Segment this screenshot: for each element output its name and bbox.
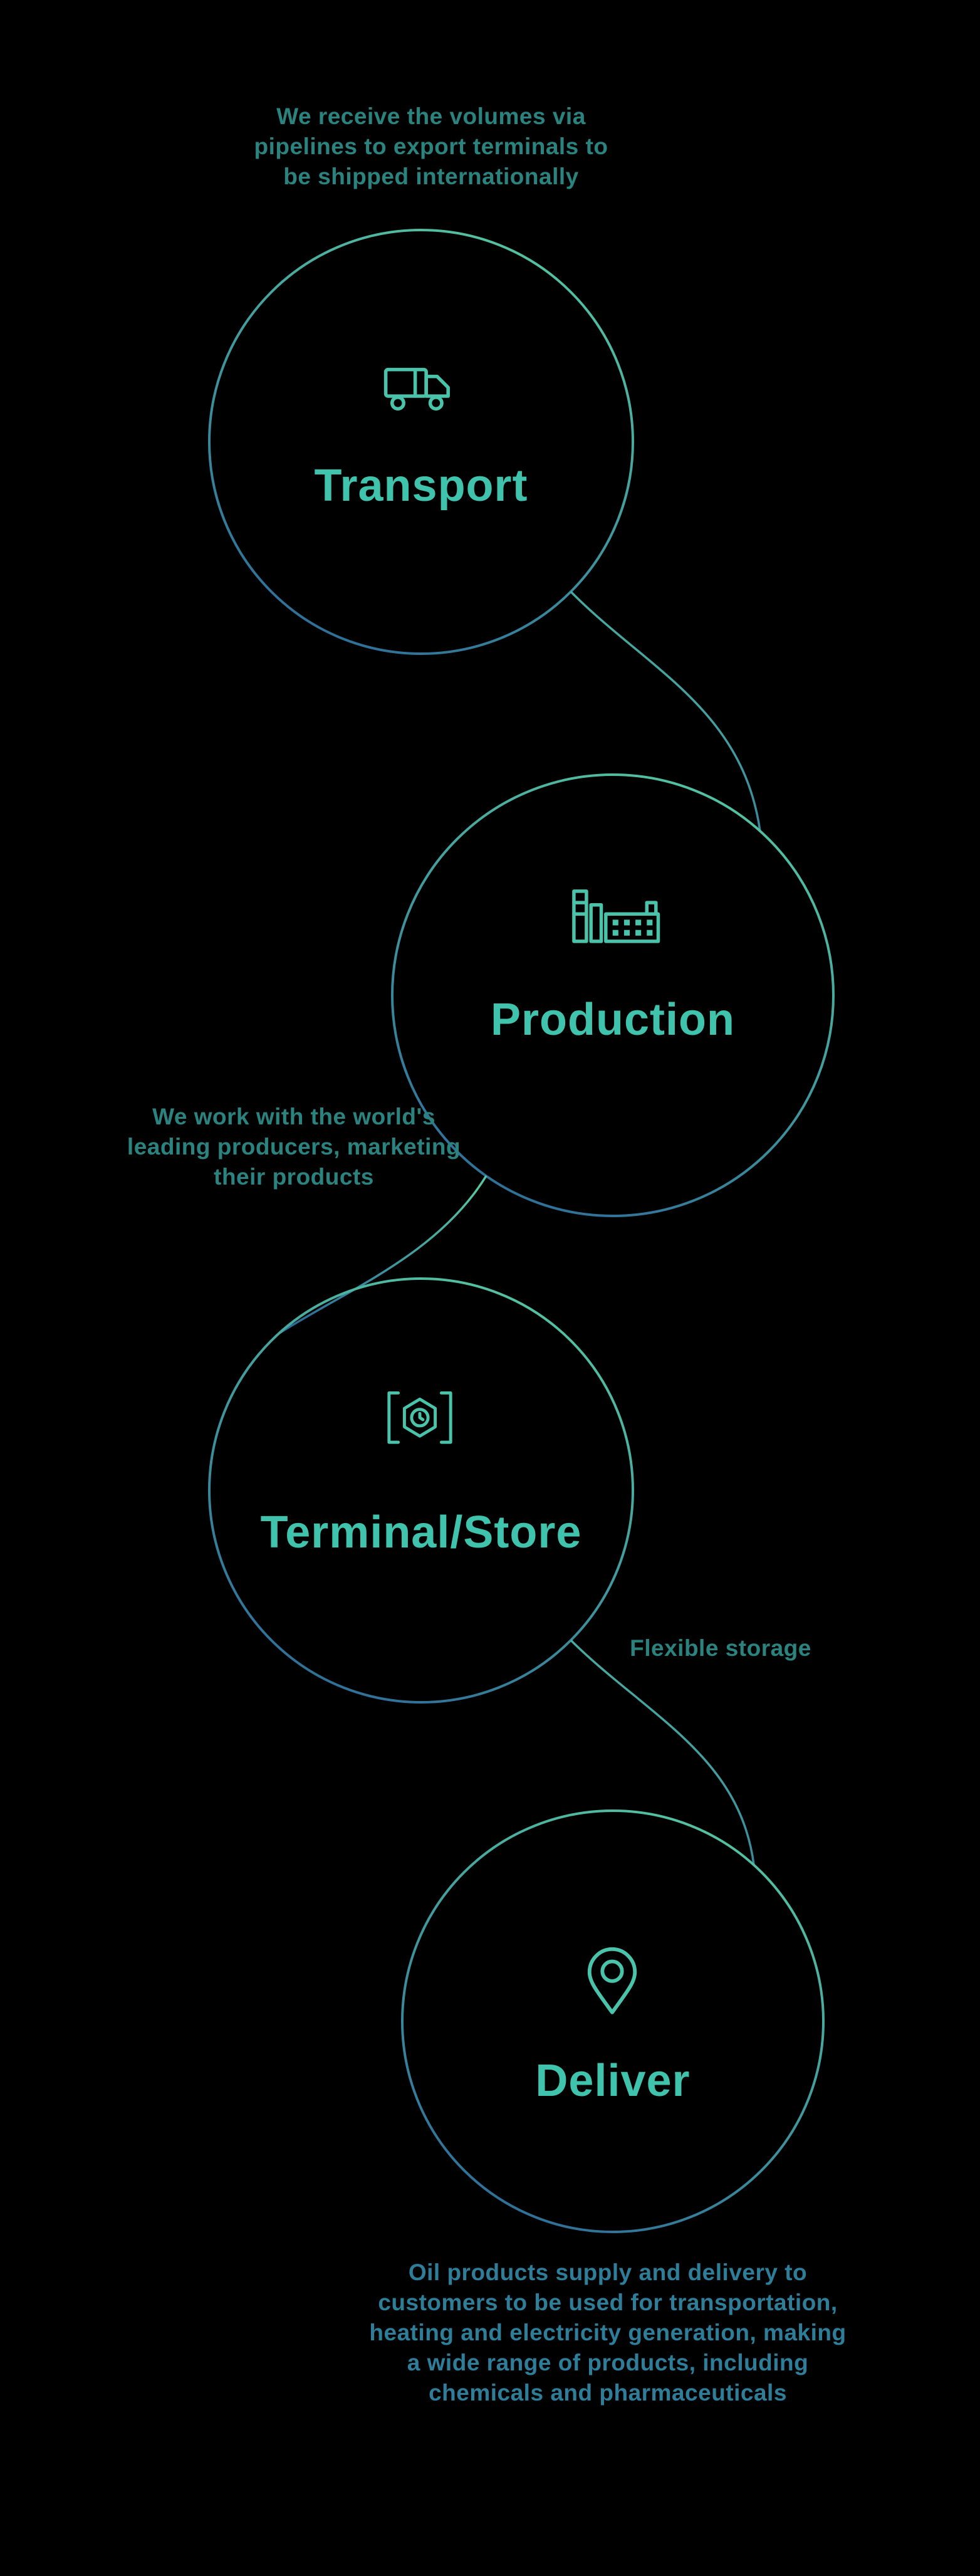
transport-label: Transport (314, 461, 528, 511)
terminal-store-circle (208, 1277, 634, 1704)
connector-production-terminal (279, 1175, 487, 1334)
deliver-circle (401, 1809, 825, 2233)
production-caption: We work with the world's leading produce… (127, 1104, 461, 1190)
production-label: Production (491, 995, 735, 1045)
warehouse-icon (383, 1386, 457, 1450)
terminal-store-caption: Flexible storage (630, 1635, 811, 1661)
production-circle (391, 773, 835, 1217)
terminal-store-label: Terminal/Store (260, 1507, 582, 1558)
truck-icon (383, 359, 457, 415)
connector-transport-production (570, 590, 761, 832)
transport-circle (208, 229, 634, 655)
location-pin-icon (583, 1945, 642, 2019)
factory-icon (567, 884, 667, 948)
connector-terminal-deliver (570, 1639, 755, 1865)
deliver-caption: Oil products supply and delivery to cust… (369, 2259, 847, 2406)
transport-caption: We receive the volumes via pipelines to … (254, 103, 608, 189)
deliver-label: Deliver (535, 2056, 691, 2106)
